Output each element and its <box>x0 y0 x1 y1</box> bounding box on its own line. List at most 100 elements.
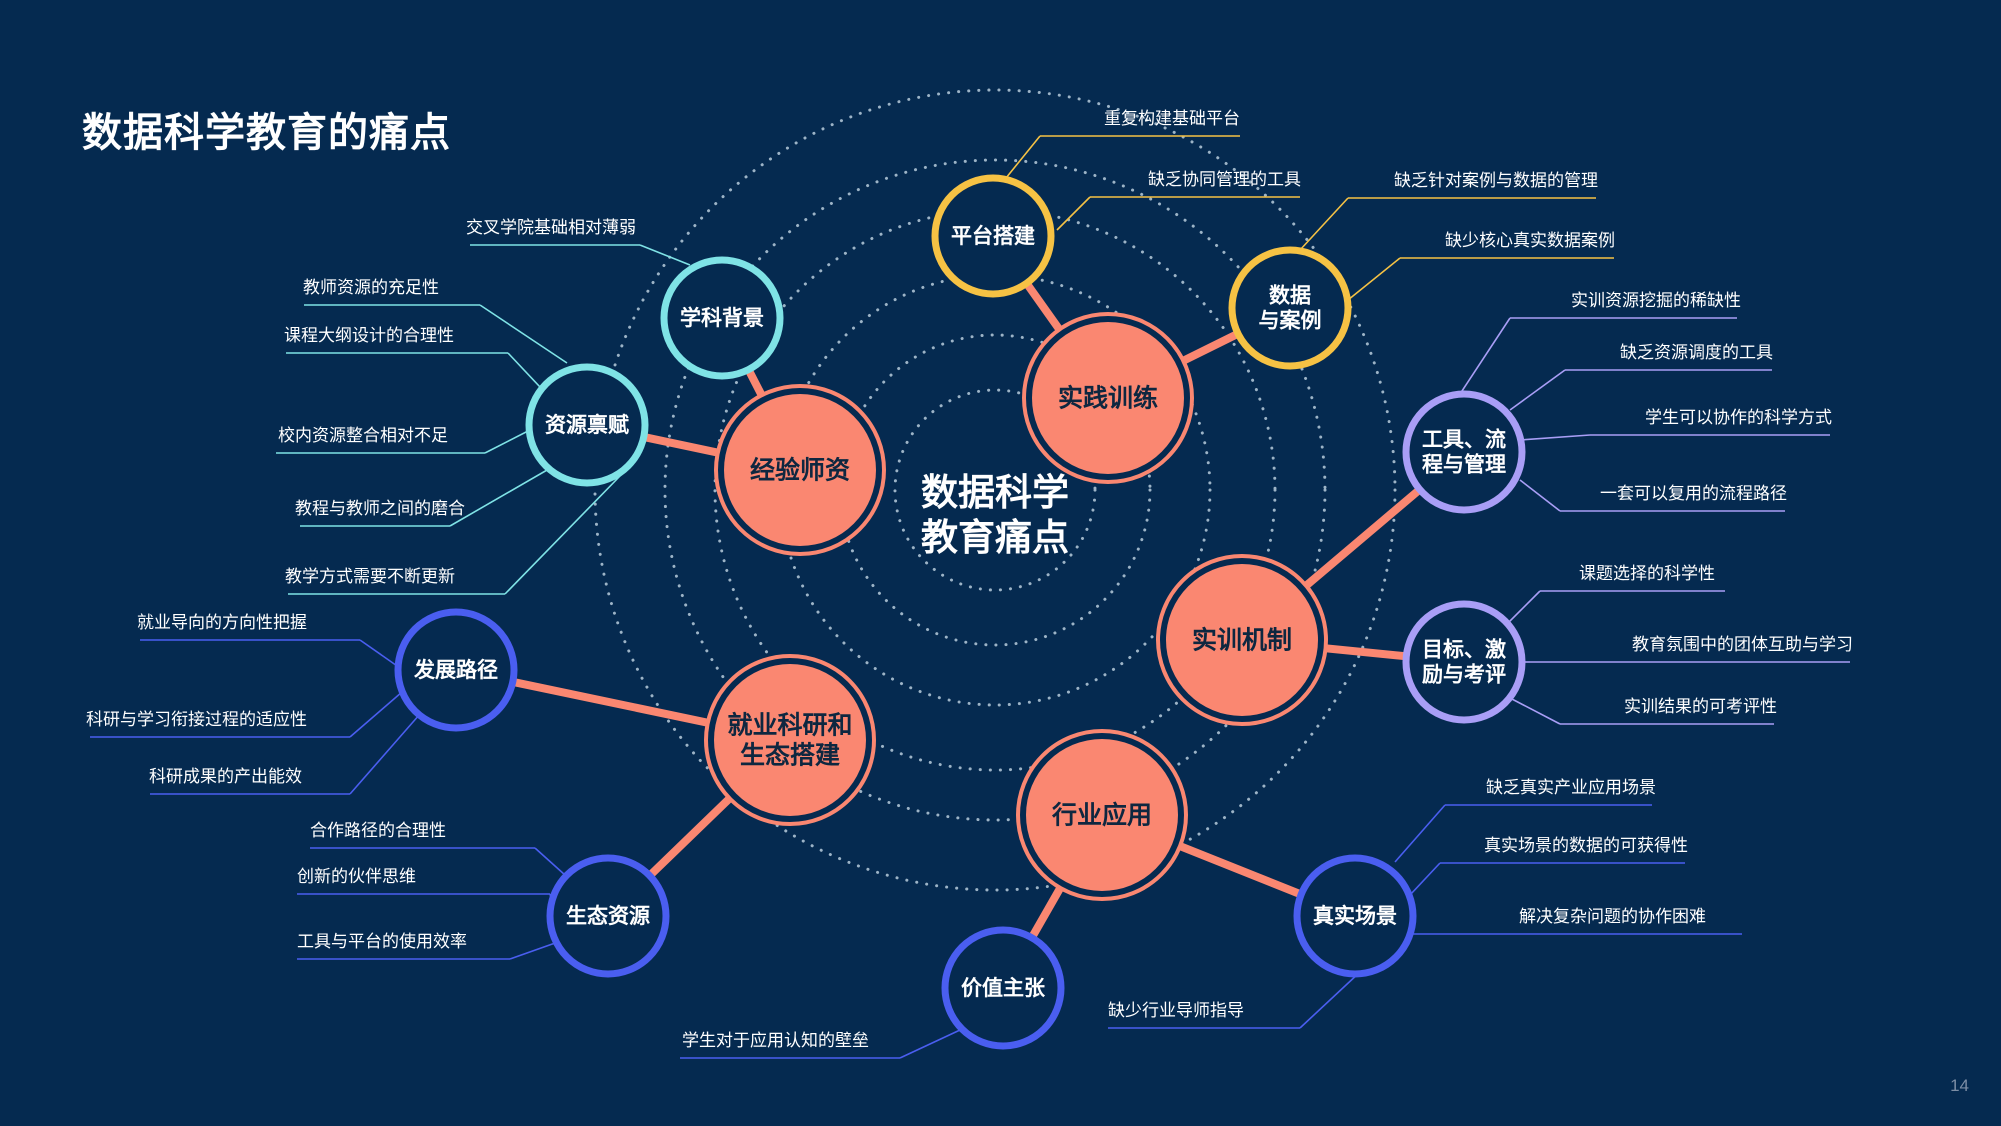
node-xueke <box>660 256 784 380</box>
node-label: 发展路径 <box>413 658 498 682</box>
node-label: 平台搭建 <box>951 224 1035 248</box>
category-circles: 学科背景资源禀赋平台搭建数据与案例工具、流程与管理目标、激励与考评真实场景价值主… <box>394 174 1526 1050</box>
leaf-label: 就业导向的方向性把握 <box>137 613 307 633</box>
leaf-label: 课题选择的科学性 <box>1579 564 1715 584</box>
dotted-ring <box>593 88 1397 892</box>
leaf-connector <box>1005 135 1041 179</box>
leaf-label: 校内资源整合相对不足 <box>278 426 448 446</box>
leaf-connector <box>1347 257 1401 301</box>
node-label: 程与管理 <box>1422 453 1506 477</box>
leaf-connector <box>349 691 403 738</box>
leaf-label: 工具与平台的使用效率 <box>297 931 467 952</box>
dotted-ring <box>713 208 1277 772</box>
leaf-connector <box>1509 369 1566 411</box>
hub-shixun <box>1166 564 1318 716</box>
leaf-connector <box>1056 196 1091 231</box>
node-pingtai <box>931 174 1055 298</box>
leaf-connector <box>899 1029 961 1059</box>
leaf-label: 解决复杂问题的协作困难 <box>1519 907 1706 927</box>
page-title: 数据科学教育的痛点 <box>82 110 451 156</box>
leaf-connector <box>507 352 541 388</box>
dotted-ring <box>778 273 1212 707</box>
dotted-ring <box>893 388 1097 592</box>
leaf-label: 缺乏资源调度的工具 <box>1620 343 1773 363</box>
hub-label: 实训机制 <box>1192 626 1292 655</box>
node-ziyuan <box>525 363 649 487</box>
leaf-label: 缺少核心真实数据案例 <box>1445 231 1615 251</box>
leaf-label: 课程大纲设计的合理性 <box>284 326 454 346</box>
node-jiazhi <box>941 926 1065 1050</box>
leaf-connector <box>1394 804 1446 863</box>
leaf-connector <box>449 465 555 527</box>
leaf-label: 重复构建基础平台 <box>1104 109 1240 129</box>
leaf-connector-lines <box>90 135 1850 1059</box>
hub-hangye <box>1026 739 1178 891</box>
node-label: 生态资源 <box>566 904 650 928</box>
leaf-connector <box>359 639 401 669</box>
hub-label: 经验师资 <box>750 456 850 485</box>
leaf-label: 教学方式需要不断更新 <box>285 567 455 587</box>
leaf-connector <box>1459 317 1511 395</box>
dotted-orbit-rings <box>593 88 1397 892</box>
page-number: 14 <box>1950 1076 1969 1095</box>
node-shuju <box>1228 246 1352 370</box>
node-label: 励与考评 <box>1422 663 1506 687</box>
node-label: 资源禀赋 <box>545 413 629 437</box>
node-label: 工具、流 <box>1422 428 1506 452</box>
leaf-label: 缺乏真实产业应用场景 <box>1486 778 1656 798</box>
leaf-label: 教师资源的充足性 <box>303 278 439 298</box>
leaf-label: 创新的伙伴思维 <box>297 867 416 887</box>
center-title: 数据科学 <box>921 471 1069 514</box>
leaf-connector <box>509 941 559 960</box>
node-label: 学科背景 <box>680 306 764 330</box>
node-label: 真实场景 <box>1313 904 1397 928</box>
node-label: 与案例 <box>1259 309 1322 333</box>
leaf-connector <box>1519 434 1591 441</box>
hub-label: 实践训练 <box>1058 384 1158 413</box>
node-gongju <box>1402 390 1526 514</box>
leaf-connector <box>534 847 566 876</box>
leaf-label: 缺乏针对案例与数据的管理 <box>1394 171 1598 191</box>
leaf-connector <box>1299 971 1361 1029</box>
leaf-label: 实训资源挖掘的稀缺性 <box>1571 291 1741 311</box>
leaf-connector <box>1504 590 1541 627</box>
leaf-label: 教程与教师之间的磨合 <box>295 499 465 519</box>
node-mubiao <box>1402 600 1526 724</box>
hub-jiuye <box>714 664 866 816</box>
leaf-connector <box>1519 479 1561 512</box>
hub-label: 生态搭建 <box>740 741 840 770</box>
node-label: 目标、激 <box>1422 638 1506 662</box>
hub-shijian <box>1032 322 1184 474</box>
leaf-connector <box>1409 862 1441 896</box>
leaf-label: 学生对于应用认知的壁垒 <box>682 1031 869 1051</box>
dotted-ring <box>663 158 1327 822</box>
leaf-connector <box>479 304 568 364</box>
hub-jingyan <box>724 394 876 546</box>
node-label: 价值主张 <box>961 976 1046 1000</box>
leaf-connector <box>639 244 691 266</box>
dotted-ring <box>838 333 1152 647</box>
hub-label: 行业应用 <box>1051 801 1152 830</box>
node-zhenshi <box>1293 854 1417 978</box>
leaf-connector <box>484 429 531 454</box>
leaf-label: 科研与学习衔接过程的适应性 <box>86 710 307 730</box>
leaf-label: 科研成果的产出能效 <box>149 767 302 787</box>
leaf-connector <box>1299 197 1349 251</box>
leaf-connector <box>504 475 621 595</box>
leaf-label: 合作路径的合理性 <box>310 821 446 841</box>
leaf-label: 交叉学院基础相对薄弱 <box>466 218 636 238</box>
leaf-label: 一套可以复用的流程路径 <box>1600 484 1787 504</box>
node-fazhan <box>394 608 518 732</box>
node-shengtai <box>546 854 670 978</box>
leaf-label: 学生可以协作的科学方式 <box>1645 408 1832 428</box>
leaf-connector <box>349 713 421 795</box>
leaf-labels: 交叉学院基础相对薄弱教师资源的充足性课程大纲设计的合理性校内资源整合相对不足教程… <box>86 109 1853 1051</box>
center-title: 教育痛点 <box>921 516 1069 559</box>
leaf-connector <box>1509 697 1561 725</box>
leaf-label: 实训结果的可考评性 <box>1624 697 1777 717</box>
leaf-label: 缺少行业导师指导 <box>1108 1001 1244 1021</box>
